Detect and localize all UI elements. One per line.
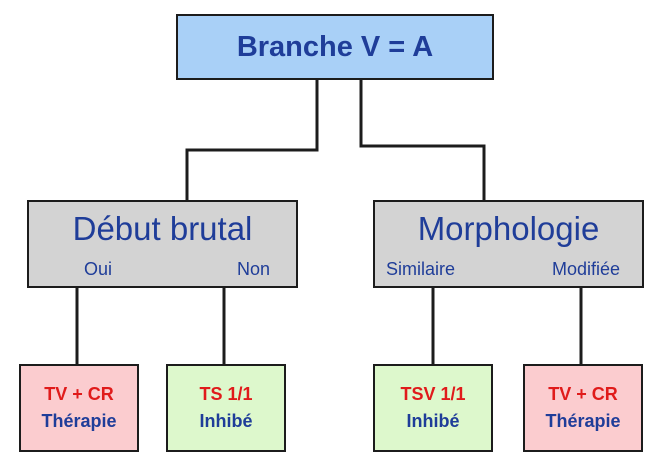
node-title: Début brutal [72,210,253,247]
option-similaire: Similaire [386,259,456,279]
leaf-ts-inhibe: TS 1/1 Inhibé [166,364,286,452]
option-modifiee: Modifiée [552,259,621,279]
leaf-line2: Inhibé [199,411,253,431]
leaf-line1: TV + CR [44,384,114,404]
root-label: Branche V = A [236,30,434,63]
node-morphologie: Morphologie Similaire Modifiée [373,200,644,288]
connector-root-left [185,80,319,200]
leaf-line1: TSV 1/1 [400,384,466,404]
leaf-tv-cr-therapie: TV + CR Thérapie [19,364,139,452]
leaf-line1: TV + CR [548,384,618,404]
option-non: Non [237,259,271,279]
option-oui: Oui [84,259,113,279]
node-title: Morphologie [417,210,600,247]
leaf-tsv-inhibe: TSV 1/1 Inhibé [373,364,493,452]
leaf-line2: Thérapie [41,411,117,431]
node-debut-brutal: Début brutal Oui Non [27,200,298,288]
leaf-line1: TS 1/1 [199,384,253,404]
leaf-line2: Thérapie [545,411,621,431]
leaf-tv-cr-therapie-2: TV + CR Thérapie [523,364,643,452]
root-node: Branche V = A [176,14,494,80]
leaf-line2: Inhibé [406,411,460,431]
connector-root-right [359,80,486,200]
